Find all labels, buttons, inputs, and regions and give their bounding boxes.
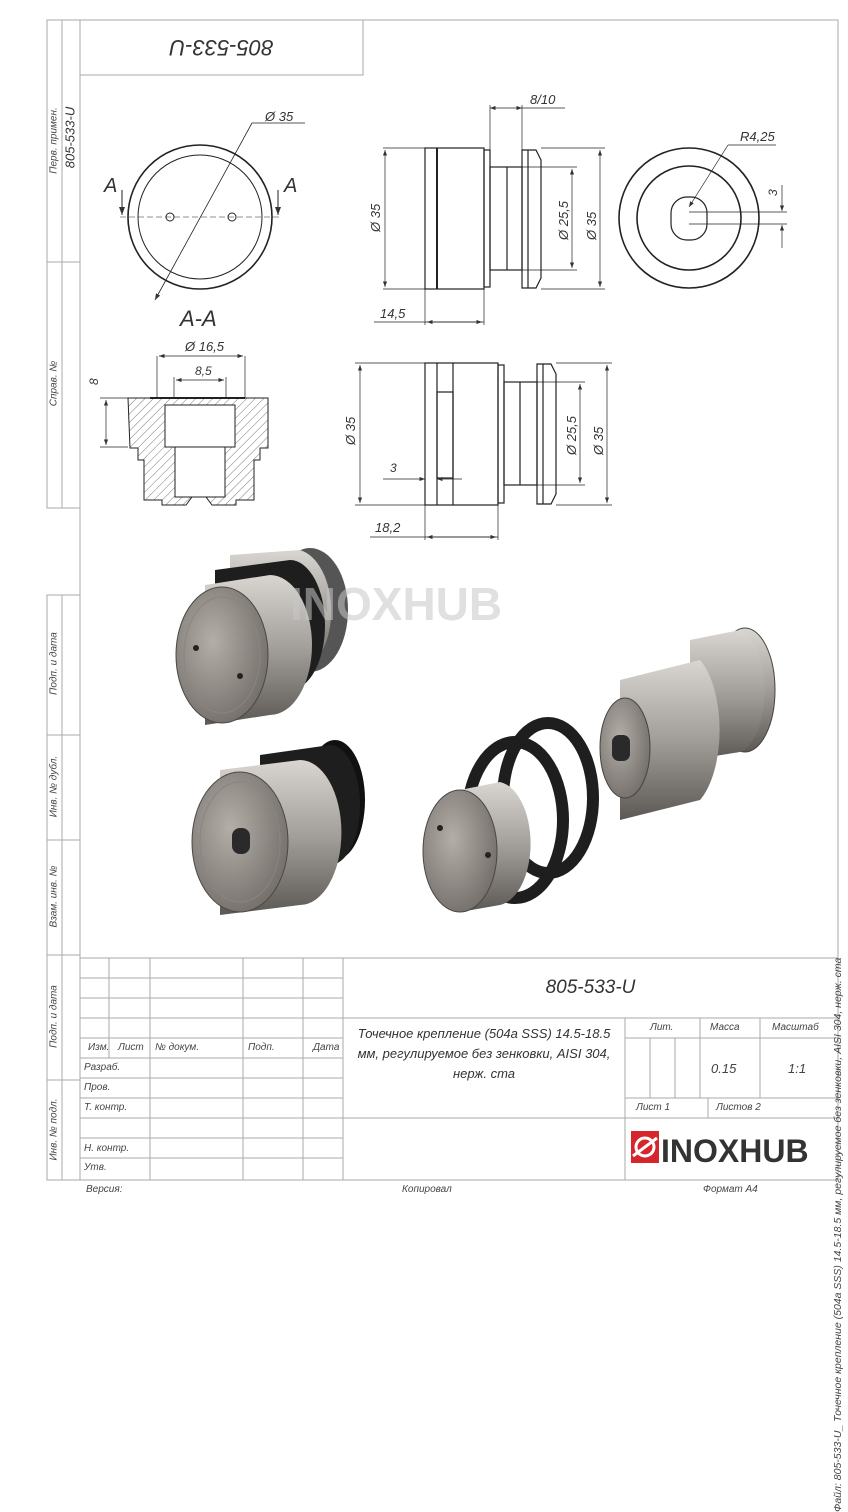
- dim-end-slot: 3: [766, 189, 780, 196]
- section-view: [100, 353, 269, 506]
- code-rotated: 805-533-U: [169, 35, 274, 61]
- dim-side2-length: 18,2: [375, 520, 401, 535]
- section-mark-left: A: [103, 175, 117, 197]
- sidebar-perv-primen-value: 805-533-U: [62, 106, 78, 169]
- dim-side1-inner-dia: Ø 25,5: [556, 200, 571, 241]
- watermark: INOXHUB: [290, 578, 502, 630]
- end-view: [618, 144, 787, 289]
- section-mark-right: A: [283, 175, 297, 197]
- masshtab-value: 1:1: [788, 1061, 807, 1076]
- row-prov: Пров.: [84, 1082, 111, 1093]
- dim-side1-dia-left: Ø 35: [368, 203, 383, 233]
- document-code: 805-533-U: [545, 977, 636, 998]
- col-izm: Изм.: [88, 1042, 110, 1053]
- sidebar-perv-primen-label: Перв. примен.: [48, 107, 60, 174]
- col-podp: Подп.: [248, 1042, 275, 1053]
- sidebar-sprav-label: Справ. №: [48, 360, 60, 407]
- row-nkontr: Н. контр.: [84, 1143, 130, 1154]
- row-razrab: Разраб.: [84, 1062, 121, 1073]
- lit-label: Лит.: [650, 1022, 674, 1033]
- footer-format: Формат А4: [703, 1184, 758, 1195]
- footer-version: Версия:: [86, 1184, 123, 1195]
- dim-sec-depth: 8: [87, 378, 101, 385]
- dim-side1-length: 14,5: [380, 306, 406, 321]
- dim-sec-inner: 8,5: [195, 364, 212, 378]
- dim-top-dia: Ø 35: [264, 109, 294, 124]
- document-description: Точечное крепление (504a SSS) 14.5-18.5 …: [357, 1026, 611, 1081]
- dim-side1-outer-dia: Ø 35: [584, 211, 599, 241]
- render-assembled-back: [191, 740, 365, 915]
- sidebar-inv-podl: Инв. № подл.: [48, 1098, 60, 1161]
- dim-side2-inner-dia: Ø 25,5: [564, 415, 579, 456]
- side-view-2: [355, 362, 612, 540]
- dim-side2-outer-dia: Ø 35: [591, 426, 606, 456]
- dim-side1-gap: 8/10: [530, 92, 556, 107]
- logo-text: INOXHUB: [661, 1133, 809, 1169]
- col-dokum: № докум.: [155, 1042, 200, 1053]
- massa-label: Масса: [710, 1022, 740, 1033]
- footer-copied: Копировал: [402, 1184, 452, 1195]
- row-utv: Утв.: [84, 1162, 107, 1173]
- sheet-number: Лист 1: [636, 1102, 671, 1113]
- dim-side2-slot: 3: [390, 461, 397, 475]
- dim-sec-dia: Ø 16,5: [184, 339, 225, 354]
- massa-value: 0.15: [711, 1061, 737, 1076]
- row-tkontr: Т. контр.: [84, 1102, 128, 1113]
- inoxhub-logo: INOXHUB: [631, 1131, 809, 1169]
- top-view: [119, 122, 305, 301]
- sheet-count: Листов 2: [716, 1102, 761, 1113]
- render-assembled-front: [175, 548, 348, 725]
- file-label: Файл: 805-533-U_ Точечное крепление (504…: [832, 957, 844, 1512]
- col-data: Дата: [313, 1042, 340, 1053]
- col-list: Лист: [118, 1042, 144, 1053]
- dim-end-radius: R4,25: [740, 129, 775, 144]
- masshtab-label: Масштаб: [772, 1022, 819, 1033]
- side-view-1: [374, 105, 605, 325]
- dim-side2-dia-left: Ø 35: [343, 416, 358, 446]
- render-exploded: [422, 627, 776, 913]
- drawing-sheet: Ø 35 A A A-A Ø 35 8/10 Ø 25,5 Ø 35 14,5: [46, 19, 839, 1181]
- section-title: A-A: [178, 306, 217, 331]
